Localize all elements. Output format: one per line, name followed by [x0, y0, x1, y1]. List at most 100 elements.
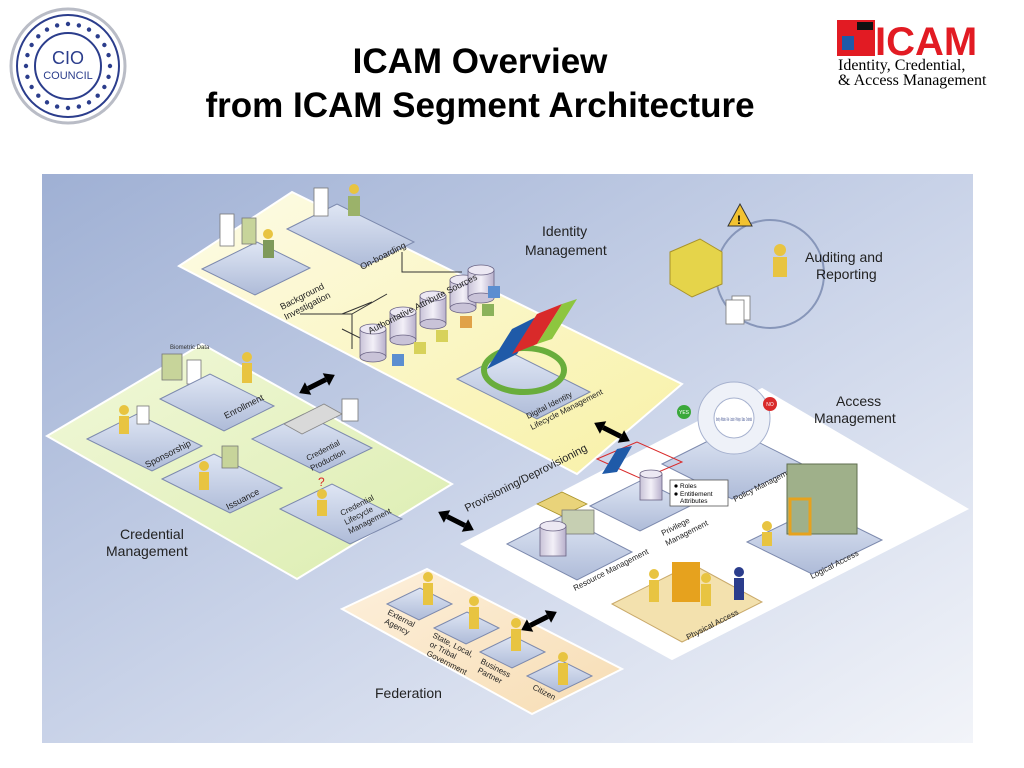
yes-badge-icon	[677, 405, 691, 419]
onboarding-person-body	[348, 196, 360, 216]
icam-tagline-1: Identity, Credential,	[838, 57, 966, 74]
help-question-icon: ?	[318, 475, 325, 489]
attribute-source-drum	[389, 306, 417, 346]
seal-star-icon	[76, 104, 82, 109]
puzzle-piece-icon	[392, 354, 404, 366]
logical-user-person-body	[762, 532, 772, 546]
yes-badge-label: YES	[679, 410, 690, 416]
sponsor-person-icon	[119, 405, 129, 415]
physical-person-icon	[701, 573, 711, 583]
entitlement-label-1: Entitlement	[680, 491, 713, 498]
investigator-person-icon	[263, 229, 273, 239]
enrollment-tile	[158, 373, 276, 432]
cio-council-seal: CIO COUNCIL	[9, 7, 127, 125]
state-local-tile	[432, 611, 501, 645]
report-doc-icon	[725, 299, 745, 325]
seal-star-icon	[36, 34, 41, 39]
data-cube-icon	[669, 238, 723, 298]
external-agency-person-body	[423, 583, 433, 605]
seal-star-icon	[102, 84, 107, 90]
credential-lifecycle-tile	[278, 483, 404, 545]
puzzle-piece-icon	[414, 342, 426, 354]
investigation-form-icon	[219, 213, 235, 247]
cio-logo-line-2: COUNCIL	[43, 70, 93, 82]
credential-label-2: Management	[106, 543, 188, 559]
icam-logo: ICAM	[837, 20, 977, 64]
seal-star-icon	[102, 42, 107, 48]
credential-label-1: Credential	[120, 526, 184, 542]
business-partner-person-body	[511, 629, 521, 651]
investigator-person-body	[263, 240, 274, 258]
seal-star-icon	[65, 105, 71, 111]
cio-logo-line-1: CIO	[52, 48, 84, 68]
resource-server-icon	[561, 509, 595, 535]
physical-person-body	[649, 580, 659, 602]
entitlement-label-2: Attributes	[680, 498, 708, 505]
puzzle-piece-icon	[482, 304, 494, 316]
seal-star-icon	[86, 27, 92, 32]
title-line-1: ICAM Overview	[352, 42, 608, 81]
seal-star-icon	[95, 93, 100, 98]
logo-blue-block	[842, 36, 854, 50]
auditor-person-icon	[774, 244, 786, 256]
logical-access-gate-icon	[788, 497, 812, 536]
icam-logo-wordmark: ICAM	[875, 20, 977, 64]
physical-person-body	[701, 584, 711, 606]
attribute-source-drum	[419, 290, 447, 330]
auditing-label-2: Reporting	[816, 266, 877, 282]
puzzle-piece-icon	[436, 330, 448, 342]
resource-db-top	[539, 520, 567, 532]
flow-arrows	[299, 373, 630, 632]
access-label-1: Access	[836, 393, 881, 409]
identity-card-green	[537, 299, 577, 344]
warning-icon	[727, 202, 753, 227]
policy-ring-center	[713, 397, 755, 439]
identity-card-red	[512, 304, 562, 354]
privilege-card-icon	[602, 446, 632, 474]
icam-tagline-2: & Access Management	[838, 72, 987, 89]
seal-star-icon	[29, 42, 34, 48]
biometric-photo-icon	[161, 353, 183, 381]
seal-star-icon	[44, 27, 50, 32]
physical-person-icon	[649, 569, 659, 579]
puzzle-piece-icon	[488, 286, 500, 298]
issuance-photo-icon	[221, 445, 239, 469]
lifecycle-person-icon	[317, 489, 327, 499]
seal-star-icon	[29, 84, 34, 90]
credential-access-arrow	[438, 510, 474, 532]
sponsor-person-body	[119, 416, 129, 434]
identity-card-blue	[487, 314, 542, 369]
issuance-person-icon	[199, 461, 209, 471]
authoritative-attribute-sources	[359, 264, 495, 363]
warning-exclamation-icon: !	[737, 213, 741, 227]
entitlement-db-top	[639, 469, 663, 479]
seal-star-icon	[23, 63, 29, 69]
sponsorship-form-icon	[136, 405, 150, 425]
external-agency-tile	[385, 587, 454, 621]
seal-star-icon	[36, 93, 41, 98]
issuance-person-body	[199, 472, 209, 490]
physical-turnstile-icon	[672, 562, 700, 602]
onboarding-form-icon	[313, 187, 329, 217]
enrollment-person-icon	[242, 352, 252, 362]
puzzle-piece-icon	[460, 316, 472, 328]
icam-logo-tagline: Identity, Credential, & Access Managemen…	[838, 57, 987, 89]
fingerprint-card-icon	[241, 217, 257, 245]
privilege-scope-outline	[595, 441, 684, 480]
seal-star-icon	[54, 23, 60, 28]
external-agency-person-icon	[423, 572, 433, 582]
enrollment-person-body	[242, 363, 252, 383]
identity-credential-arrow	[299, 373, 335, 395]
seal-star-icon	[86, 100, 92, 105]
icam-architecture-diagram: Identity Management On-boarding Backgrou…	[42, 174, 973, 743]
lifecycle-person-body	[317, 500, 327, 516]
logical-user-person-icon	[762, 521, 772, 531]
seal-star-icon	[107, 63, 113, 69]
seal-star-icon	[25, 52, 30, 58]
access-management-zone	[459, 387, 970, 661]
state-local-person-body	[469, 607, 479, 629]
identity-label-2: Management	[525, 242, 607, 258]
federation-access-arrow	[521, 610, 557, 632]
identity-label-1: Identity	[542, 223, 587, 239]
business-partner-person-icon	[511, 618, 521, 628]
